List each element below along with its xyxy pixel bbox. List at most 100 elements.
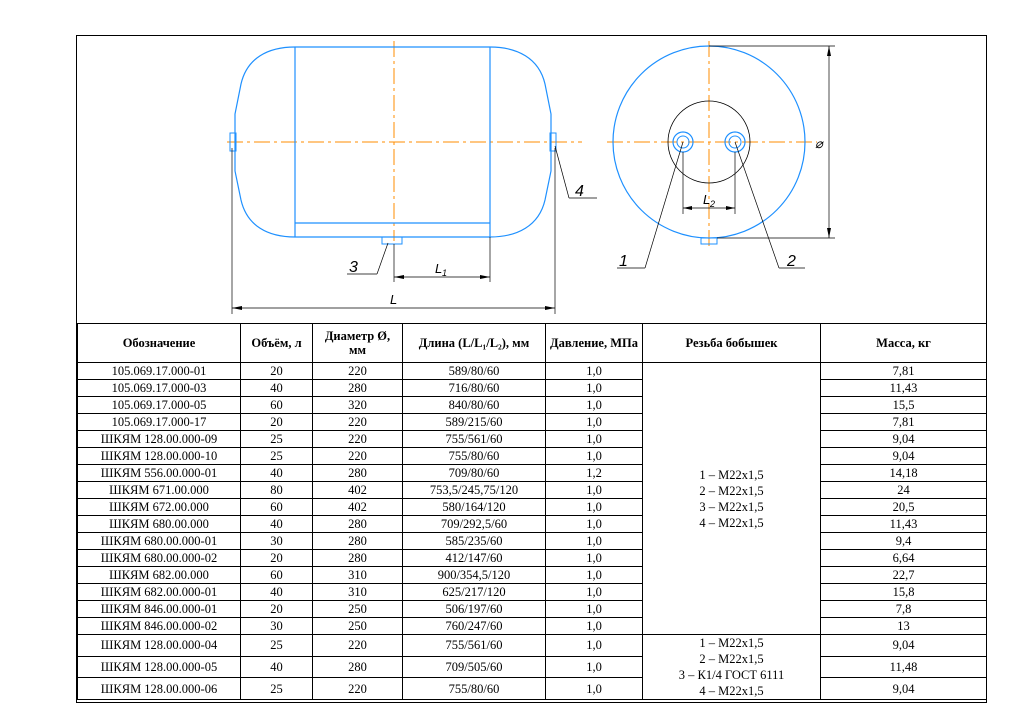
receiver-drawing-svg: 3 4 1 2 L 1 L L 2 ⌀ (227, 41, 835, 314)
cell-volume: 80 (240, 481, 313, 499)
cell-mass: 14,18 (820, 464, 987, 482)
cell-diameter: 320 (312, 396, 403, 414)
cell-length: 840/80/60 (402, 396, 546, 414)
cell-volume: 20 (240, 600, 313, 618)
dim-label-L: L (390, 292, 397, 307)
thread-spec-line: 2 – М22х1,5 (699, 652, 764, 666)
cell-mass: 11,43 (820, 515, 987, 533)
thread-spec-line: 2 – М22х1,5 (699, 483, 764, 498)
cell-pressure: 1,0 (545, 617, 643, 635)
cell-volume: 40 (240, 655, 313, 679)
cell-length: 589/215/60 (402, 413, 546, 431)
cell-length: 755/80/60 (402, 447, 546, 465)
cell-length: 580/164/120 (402, 498, 546, 516)
cell-diameter: 220 (312, 413, 403, 431)
cell-pressure: 1,0 (545, 532, 643, 550)
spec-table: Обозначение Объём, л Диаметр Ø, мм Длина… (77, 323, 987, 700)
cell-mass: 24 (820, 481, 987, 499)
cell-volume: 40 (240, 379, 313, 397)
cell-mass: 9,04 (820, 430, 987, 448)
thread-spec-line: 1 – М22х1,5 (699, 636, 764, 650)
drawing-frame: 3 4 1 2 L 1 L L 2 ⌀ Обозначение Объём, л… (76, 35, 987, 703)
cell-pressure: 1,0 (545, 379, 643, 397)
end-view (607, 41, 835, 269)
cell-volume: 20 (240, 549, 313, 567)
cell-mass: 6,64 (820, 549, 987, 567)
callout-2: 2 (786, 253, 796, 270)
cell-pressure: 1,0 (545, 413, 643, 431)
cell-pressure: 1,0 (545, 396, 643, 414)
cell-designation: ШКЯМ 680.00.000 (77, 515, 241, 533)
cell-diameter: 280 (312, 515, 403, 533)
cell-designation: ШКЯМ 128.00.000-06 (77, 677, 241, 700)
cell-length: 753,5/245,75/120 (402, 481, 546, 499)
cell-designation: ШКЯМ 680.00.000-01 (77, 532, 241, 550)
cell-designation: ШКЯМ 128.00.000-04 (77, 634, 241, 657)
cell-pressure: 1,0 (545, 362, 643, 380)
cell-designation: ШКЯМ 556.00.000-01 (77, 464, 241, 482)
cell-pressure: 1,0 (545, 566, 643, 584)
cell-volume: 30 (240, 532, 313, 550)
cell-length: 709/505/60 (402, 655, 546, 679)
cell-mass: 11,43 (820, 379, 987, 397)
dim-label-L2: L (703, 192, 710, 207)
cell-pressure: 1,0 (545, 447, 643, 465)
cell-volume: 40 (240, 515, 313, 533)
cell-mass: 9,04 (820, 447, 987, 465)
cell-designation: ШКЯМ 682.00.000 (77, 566, 241, 584)
cell-diameter: 250 (312, 600, 403, 618)
cell-volume: 40 (240, 583, 313, 601)
cell-volume: 60 (240, 396, 313, 414)
cell-volume: 25 (240, 634, 313, 657)
dim-label-diameter: ⌀ (815, 136, 824, 151)
cell-diameter: 402 (312, 481, 403, 499)
cell-mass: 22,7 (820, 566, 987, 584)
cell-length: 709/80/60 (402, 464, 546, 482)
cell-diameter: 220 (312, 447, 403, 465)
callout-4: 4 (575, 183, 584, 200)
header-diameter: Диаметр Ø, мм (312, 323, 403, 363)
cell-diameter: 220 (312, 677, 403, 700)
cell-length: 760/247/60 (402, 617, 546, 635)
cell-diameter: 280 (312, 464, 403, 482)
dim-label-L1: L (435, 261, 442, 276)
drawing-labels: 3 4 1 2 L 1 L L 2 ⌀ (349, 136, 824, 307)
cell-designation: ШКЯМ 846.00.000-02 (77, 617, 241, 635)
boss-right (549, 132, 557, 152)
header-designation: Обозначение (77, 323, 241, 363)
cell-mass: 13 (820, 617, 987, 635)
cell-pressure: 1,0 (545, 430, 643, 448)
cell-volume: 40 (240, 464, 313, 482)
cell-volume: 60 (240, 498, 313, 516)
cell-pressure: 1,0 (545, 515, 643, 533)
cell-mass: 9,04 (820, 634, 987, 657)
header-volume: Объём, л (240, 323, 313, 363)
boss-left (229, 132, 237, 152)
callout-3: 3 (349, 259, 358, 276)
cell-length: 716/80/60 (402, 379, 546, 397)
callout-1: 1 (619, 253, 628, 270)
cell-pressure: 1,0 (545, 600, 643, 618)
dim-label-L2-sub: 2 (709, 199, 715, 209)
cell-length: 755/561/60 (402, 430, 546, 448)
table-header-row: Обозначение Объём, л Диаметр Ø, мм Длина… (77, 323, 987, 363)
cell-volume: 25 (240, 677, 313, 700)
cell-designation: 105.069.17.000-05 (77, 396, 241, 414)
end-inner-circle (667, 100, 751, 184)
cell-mass: 9,04 (820, 677, 987, 700)
cell-diameter: 402 (312, 498, 403, 516)
cell-diameter: 220 (312, 430, 403, 448)
thread-spec-line: 1 – М22х1,5 (699, 467, 764, 482)
cell-designation: ШКЯМ 682.00.000-01 (77, 583, 241, 601)
cell-length: 625/217/120 (402, 583, 546, 601)
